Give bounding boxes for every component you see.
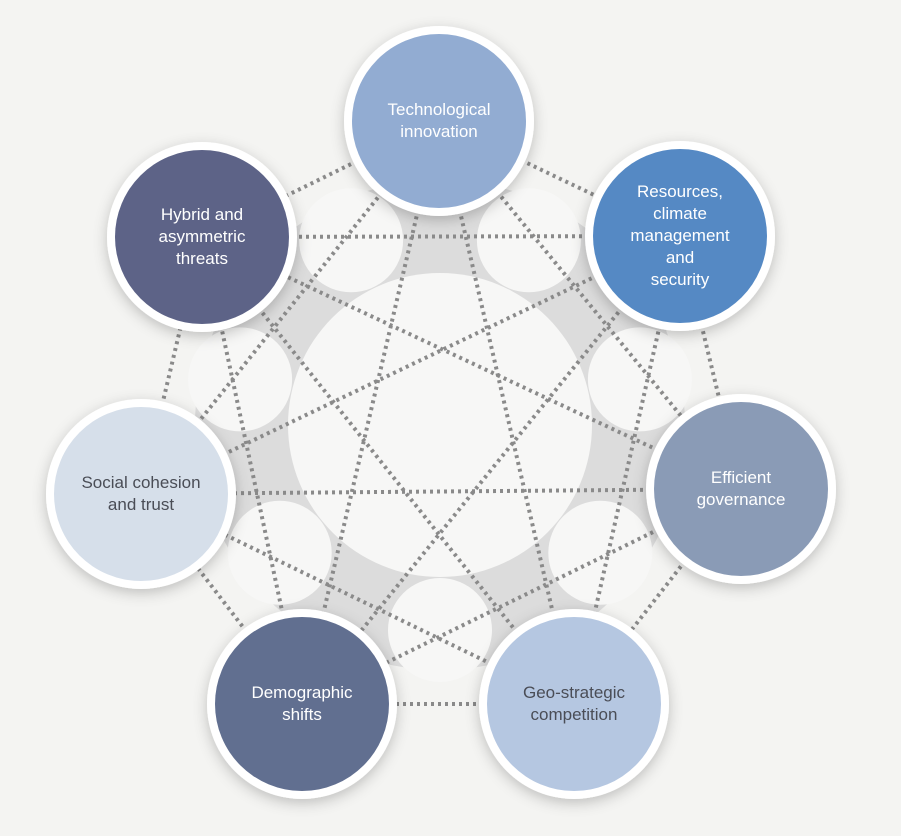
connector-resources-social <box>140 234 681 496</box>
node-disc <box>593 149 767 323</box>
hub-bubble <box>388 578 492 682</box>
connector-governance-hybrid <box>201 235 742 491</box>
connector-tech-demographic <box>300 120 441 705</box>
node-social <box>46 399 236 589</box>
connector-tech-geo <box>437 120 576 705</box>
node-disc <box>352 34 526 208</box>
hub-core <box>288 273 592 577</box>
hub-bubble <box>548 500 653 605</box>
node-resources <box>585 141 775 331</box>
hub-bubble <box>227 500 332 605</box>
node-tech <box>344 26 534 216</box>
node-disc <box>487 617 661 791</box>
hub-bubble <box>587 327 692 432</box>
connector-governance-social <box>140 487 742 496</box>
nodes <box>46 26 836 799</box>
node-disc <box>115 150 289 324</box>
node-disc <box>654 402 828 576</box>
node-hybrid <box>107 142 297 332</box>
connector-resources-demographic <box>300 234 682 706</box>
node-governance <box>646 394 836 584</box>
node-geo <box>479 609 669 799</box>
connector-geo-hybrid <box>200 235 576 706</box>
central-hub <box>188 180 692 682</box>
node-disc <box>215 617 389 791</box>
node-demographic <box>207 609 397 799</box>
node-disc <box>54 407 228 581</box>
hub-bubble <box>476 188 581 293</box>
hub-bubble <box>188 327 293 432</box>
hub-bubble <box>299 188 404 293</box>
